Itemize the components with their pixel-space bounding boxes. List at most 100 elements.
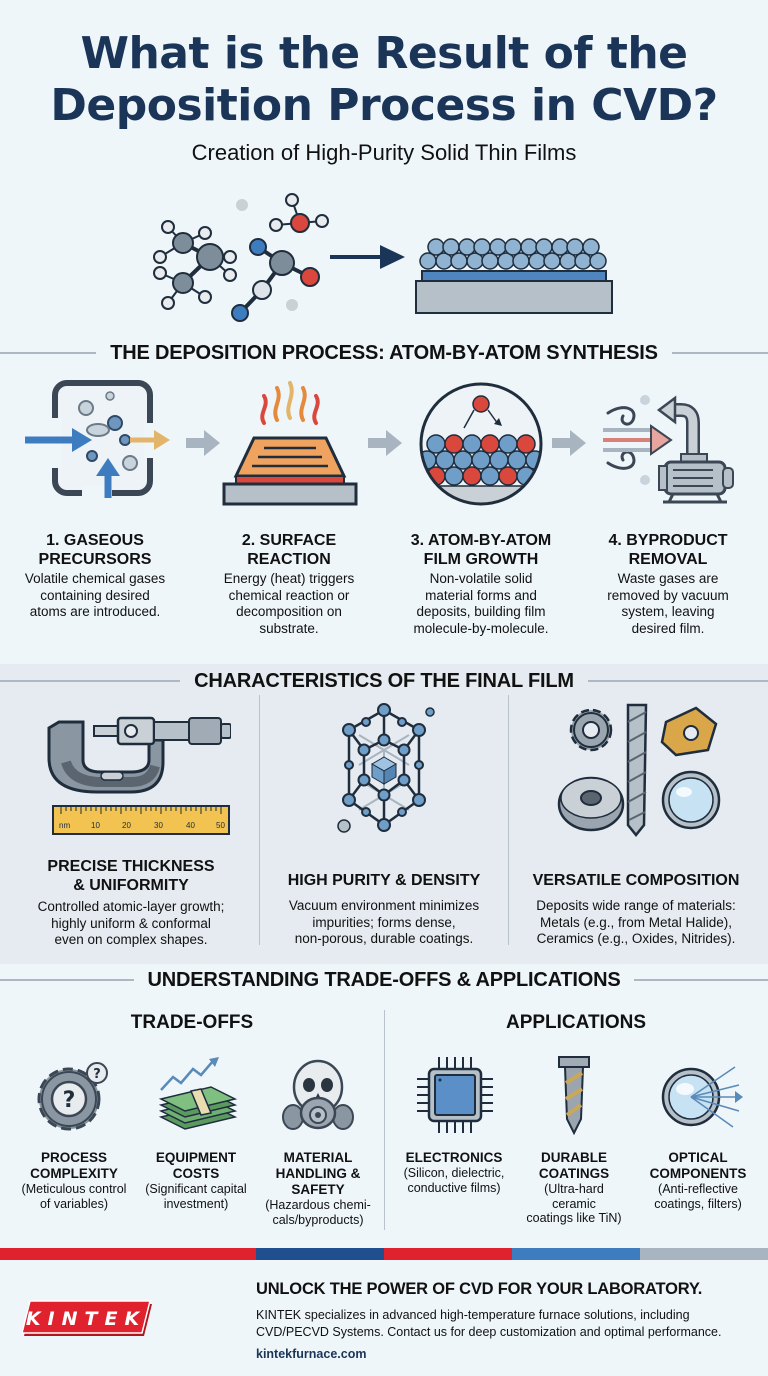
divider [0, 680, 181, 682]
characteristic-title: HIGH PURITY & DENSITY [287, 872, 481, 889]
column-divider [259, 695, 260, 945]
svg-text:KINTEK: KINTEK [26, 1308, 146, 1330]
lens-icon [661, 770, 721, 830]
application-description: (Silicon, dielectric,conductive films) [403, 1166, 505, 1195]
washer-icon [557, 776, 625, 832]
characteristic-purity: HIGH PURITY & DENSITY Vacuum environment… [256, 700, 512, 948]
heated-substrate-icon [222, 381, 358, 506]
tradeoffs-heading: TRADE-OFFS [130, 1012, 254, 1033]
money-stack-icon [158, 1057, 238, 1130]
characteristic-description: Deposits wide range of materials:Metals … [536, 898, 736, 946]
svg-text:?: ? [93, 1067, 101, 1082]
vacuum-pump-icon [603, 395, 734, 504]
gear-icon [569, 708, 613, 752]
column-divider [508, 695, 509, 945]
section-heading-text: CHARACTERISTICS OF THE FINAL FILM [194, 669, 574, 692]
footer-stripe-segment [512, 1248, 640, 1260]
section-heading-text: THE DEPOSITION PROCESS: ATOM-BY-ATOM SYN… [110, 341, 658, 364]
gear-question-icon: ? ? [37, 1062, 108, 1131]
section-heading-characteristics: CHARACTERISTICS OF THE FINAL FILM [0, 666, 768, 696]
svg-text:50: 50 [216, 821, 225, 830]
footer-stripe-segment [640, 1248, 768, 1260]
step-arrow-icon [552, 430, 586, 456]
atom-layer-icon [419, 382, 543, 506]
page-subtitle: Creation of High-Purity Solid Thin Films [191, 140, 577, 165]
svg-text:nm: nm [59, 821, 70, 830]
divider [0, 979, 134, 981]
step-arrow-icon [368, 430, 402, 456]
svg-text:40: 40 [186, 821, 195, 830]
title-line-1: What is the Result of the [80, 28, 688, 79]
characteristic-thickness: nm 10 20 30 40 50 PRECISE THICKNESS& UNI… [3, 700, 259, 949]
tradeoff-description: (Hazardous chemi-cals/byproducts) [265, 1198, 371, 1227]
microchip-icon [417, 1057, 493, 1133]
ceramic-insert-icon [660, 706, 718, 757]
section-heading-text: UNDERSTANDING TRADE-OFFS & APPLICATIONS [147, 968, 621, 991]
applications-heading: APPLICATIONS [505, 1012, 647, 1033]
drill-bit-icon [626, 703, 648, 838]
molecules-to-film-illustration [153, 193, 613, 322]
svg-text:10: 10 [91, 821, 100, 830]
title-line-2: Deposition Process in CVD? [50, 80, 718, 131]
skull-gas-mask-icon [282, 1059, 354, 1130]
divider [587, 680, 768, 682]
svg-text:?: ? [63, 1088, 76, 1113]
column-divider [384, 1010, 385, 1230]
svg-text:30: 30 [154, 821, 163, 830]
thin-film-substrate-icon [415, 238, 613, 314]
svg-text:20: 20 [122, 821, 131, 830]
micrometer-ruler-icon: nm 10 20 30 40 50 [47, 716, 232, 835]
characteristic-title: VERSATILE COMPOSITION [532, 872, 740, 889]
drill-bit-icon [558, 1056, 590, 1136]
step-arrow-icon [186, 430, 220, 456]
gas-molecules-icon [153, 193, 329, 322]
application-title: ELECTRONICS [405, 1150, 503, 1165]
materials-icon [557, 703, 721, 838]
lens-icon [661, 1066, 743, 1128]
characteristic-description: Controlled atomic-layer growth;highly un… [37, 899, 225, 947]
kintek-logo[interactable]: KINTEK [22, 1300, 152, 1338]
page-title: What is the Result of the Deposition Pro… [0, 28, 768, 132]
cta-body: KINTEK specializes in advanced high-temp… [256, 1308, 722, 1339]
divider [634, 979, 768, 981]
arrow-right-icon [330, 245, 405, 269]
section-heading-process: THE DEPOSITION PROCESS: ATOM-BY-ATOM SYN… [0, 338, 768, 368]
divider [671, 352, 768, 354]
footer-stripe-segment [0, 1248, 256, 1260]
gas-chamber-icon [25, 380, 170, 500]
website-link[interactable]: kintekfurnace.com [256, 1347, 367, 1361]
section-heading-tradeoffs: UNDERSTANDING TRADE-OFFS & APPLICATIONS [0, 965, 768, 995]
ruler-labels: nm 10 20 30 40 50 [59, 821, 225, 830]
footer-stripe-segment [384, 1248, 512, 1260]
characteristic-composition: VERSATILE COMPOSITION Deposits wide rang… [508, 700, 764, 948]
divider [0, 352, 97, 354]
crystal-lattice-icon [337, 703, 435, 833]
footer-stripe-segment [256, 1248, 384, 1260]
